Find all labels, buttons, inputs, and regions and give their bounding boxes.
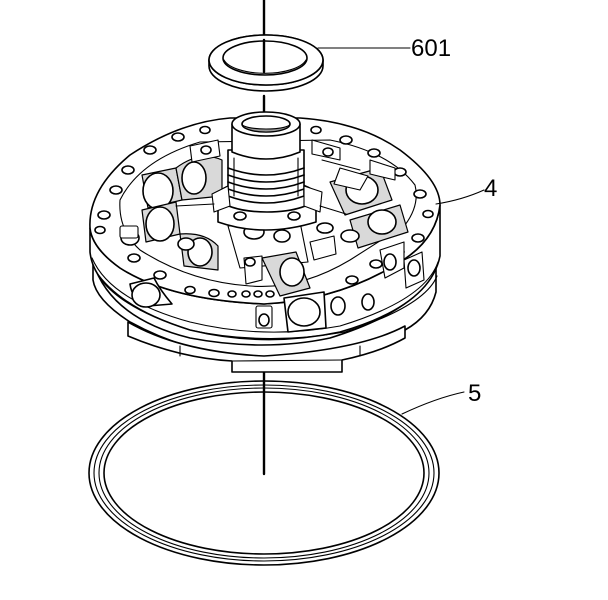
stator-shaft-hub bbox=[211, 111, 323, 231]
pump-body-4 bbox=[89, 111, 441, 373]
center-pocket bbox=[227, 221, 337, 297]
callout-4: 4 bbox=[484, 175, 497, 202]
top-plate-details bbox=[175, 139, 369, 215]
seal-ring-601 bbox=[208, 34, 324, 92]
callout-601: 601 bbox=[411, 35, 451, 62]
front-face-bores bbox=[129, 251, 425, 333]
valve-bores-left bbox=[119, 155, 223, 271]
callout-5: 5 bbox=[468, 380, 481, 407]
o-ring-5 bbox=[88, 380, 440, 566]
valve-bores-right bbox=[316, 159, 409, 279]
leader-line-4 bbox=[435, 189, 485, 205]
bolt-holes bbox=[94, 125, 434, 298]
leader-line-5 bbox=[401, 391, 465, 415]
